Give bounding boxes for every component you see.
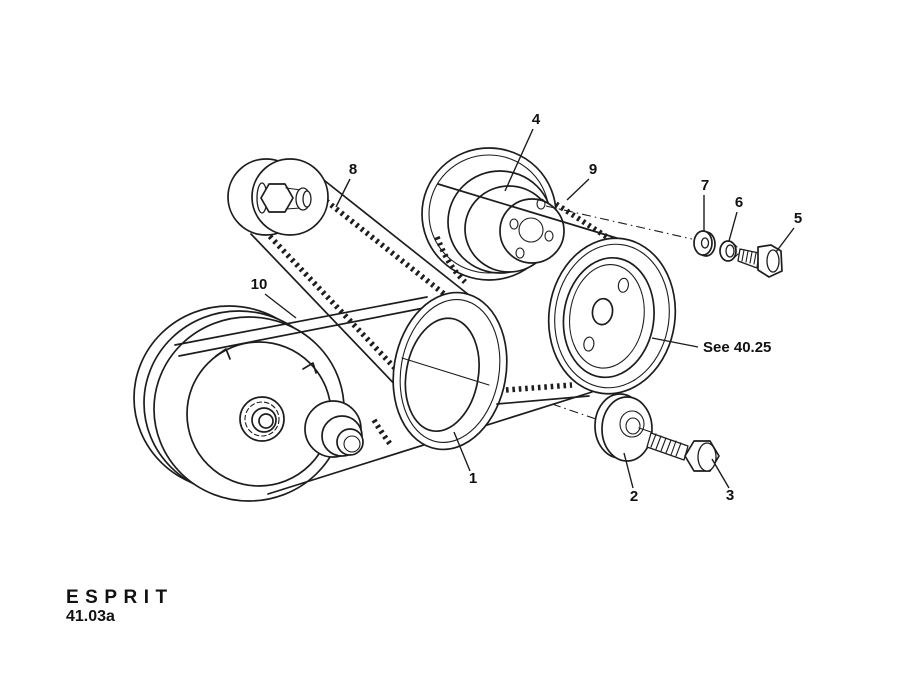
auxiliary-pulley-see-40-25 <box>547 237 677 395</box>
flat-washer <box>693 230 716 257</box>
idler-pulley-small <box>304 400 364 458</box>
bolt-hole <box>617 277 629 293</box>
tensioner-pulley <box>227 158 329 236</box>
toothed-belt-8 <box>250 176 475 447</box>
callout-label-4: 4 <box>532 111 541 128</box>
keyway-notch <box>215 348 231 360</box>
callout-labels: 1 2 3 4 5 6 7 8 9 10 <box>251 111 803 505</box>
callout-label-7: 7 <box>701 177 709 194</box>
lock-washer <box>719 240 739 262</box>
bolt-thread-shank <box>737 248 760 269</box>
crank-hub-bearing <box>239 396 285 442</box>
washer-hole <box>619 410 645 438</box>
crankshaft-drive-drum <box>392 291 508 451</box>
callout-label-6: 6 <box>735 194 743 211</box>
callout-label-3: 3 <box>726 487 734 504</box>
bolt-hole <box>544 230 554 242</box>
callout-label-5: 5 <box>794 210 802 227</box>
toothed-belt-9-upper <box>554 201 632 255</box>
model-title: ESPRIT <box>66 587 174 608</box>
figure-number: 41.03a <box>66 608 115 625</box>
crank-bolt <box>646 432 720 472</box>
bolt-axis-line <box>551 403 597 420</box>
bolt-hole <box>583 336 595 352</box>
bolt-hole <box>536 198 546 210</box>
drum-face-line <box>401 357 490 386</box>
bolt-hole <box>515 247 525 259</box>
callout-label-2: 2 <box>630 488 638 505</box>
water-pump-pulley <box>421 147 565 281</box>
callout-label-10: 10 <box>251 276 268 293</box>
callout-label-1: 1 <box>469 470 477 487</box>
callout-label-8: 8 <box>349 161 357 178</box>
center-hole <box>591 297 614 326</box>
belt-lower-tangent <box>496 395 590 405</box>
bolt-thread-shank <box>646 432 689 461</box>
water-pump-bolt <box>737 244 783 278</box>
title-block: ESPRIT 41.03a <box>66 587 174 625</box>
crank-washer <box>594 393 653 462</box>
bolt-hole <box>509 218 519 230</box>
toothed-belt-9-lower <box>505 382 573 393</box>
leader-lines <box>264 128 795 489</box>
callout-label-9: 9 <box>589 161 597 178</box>
hex-nut <box>260 183 294 213</box>
bolt-axis-line <box>545 205 693 240</box>
center-hole <box>518 217 544 243</box>
keyway-notch <box>302 362 317 374</box>
crankshaft-pulley <box>133 305 345 502</box>
see-reference-note: See 40.25 <box>703 339 771 356</box>
